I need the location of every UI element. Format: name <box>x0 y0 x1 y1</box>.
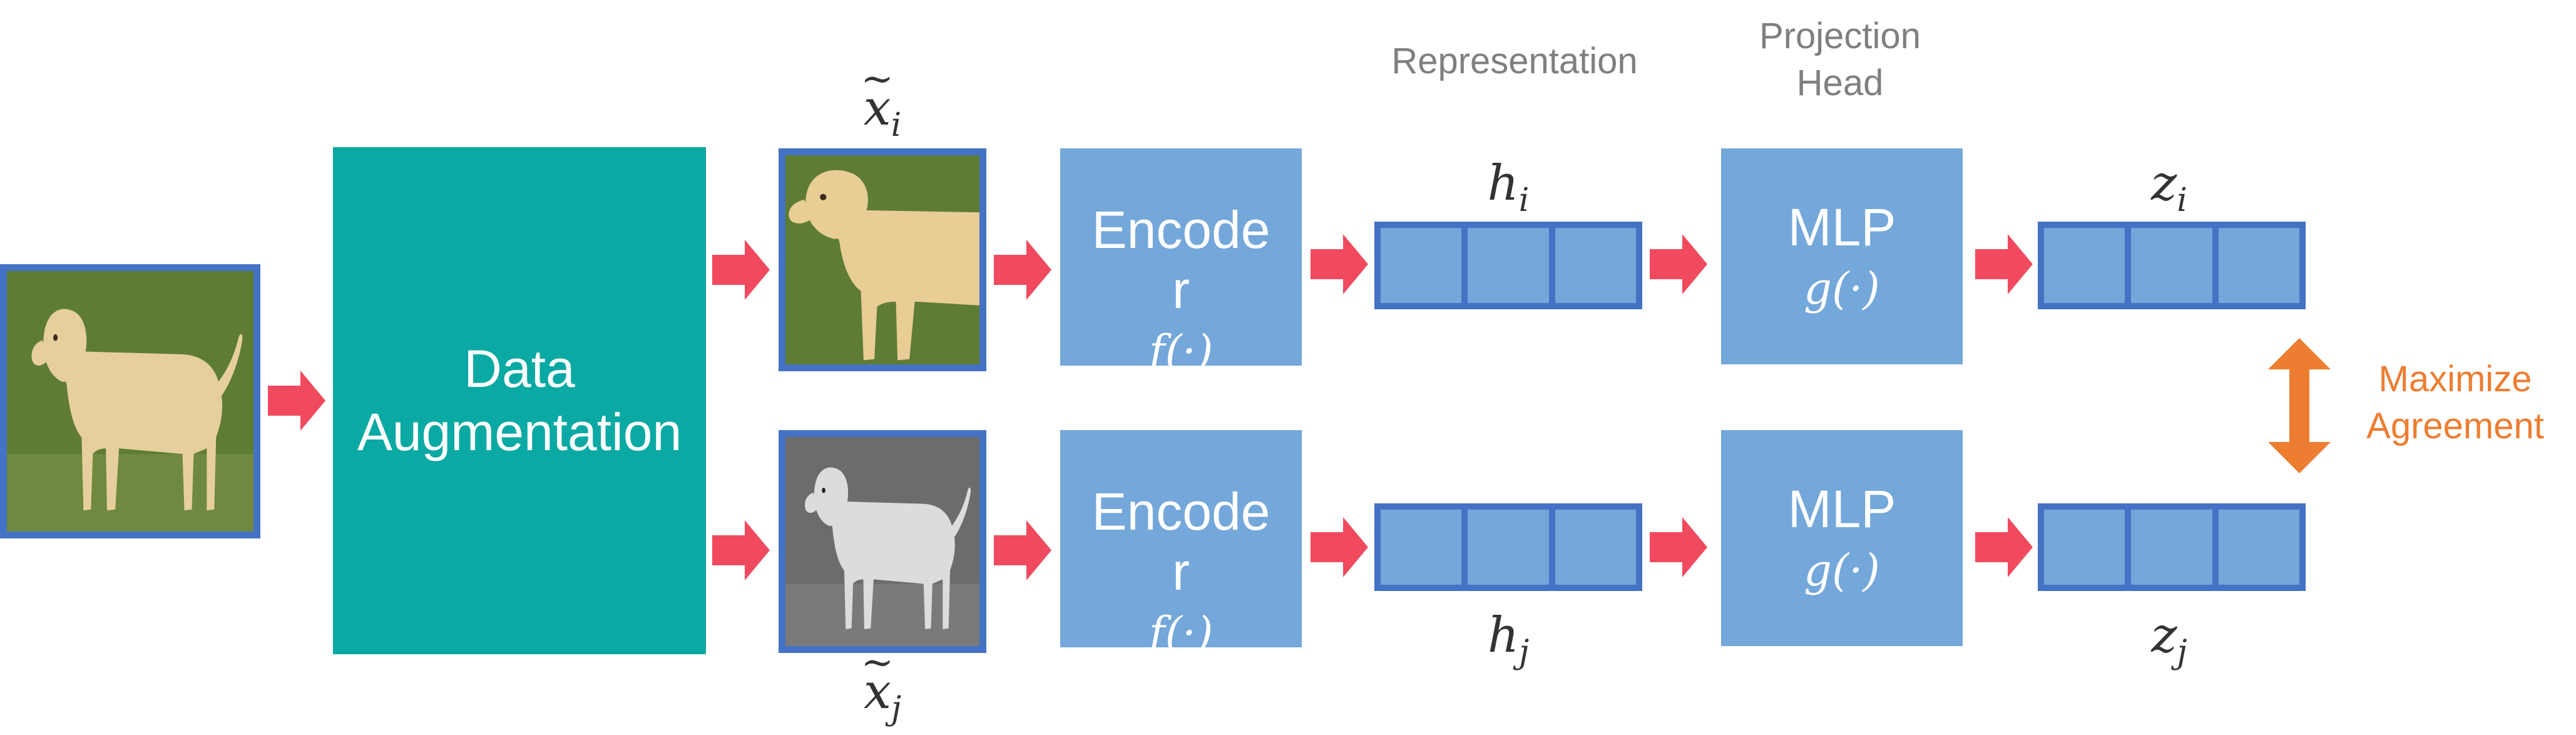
arrow-shape <box>712 240 770 300</box>
projection-head-mlp-bottom: MLP g(·) <box>1721 430 1963 646</box>
vector-cell <box>1468 228 1549 303</box>
agreement-line2: Agreement <box>2366 406 2544 447</box>
vector-cell <box>2044 510 2125 585</box>
output-i-label: zi <box>2088 155 2251 219</box>
representation-j-subscript: j <box>1519 634 1530 672</box>
mlp-label: MLP <box>1787 480 1896 538</box>
arrow-input-to-augmentation <box>268 371 325 431</box>
arrow-shape <box>1311 517 1368 577</box>
mlp-function: g(·) <box>1804 545 1880 596</box>
arrow-shape <box>994 520 1051 580</box>
arrow-shape <box>1311 234 1368 294</box>
vector-cell <box>2044 228 2125 303</box>
arrow-augmentation-to-view-j <box>712 520 770 580</box>
agreement-line1: Maximize <box>2378 359 2532 399</box>
representation-vector-i <box>1374 222 1642 309</box>
augmented-view-i-image <box>779 148 986 371</box>
vector-cell <box>1381 510 1462 585</box>
encoder-label-line2: r <box>1172 542 1190 601</box>
arrow-shape <box>1650 517 1707 577</box>
view-j-symbol: x <box>864 664 891 720</box>
vector-cell <box>2131 228 2212 303</box>
encoder-function: f(·) <box>1148 607 1214 647</box>
maximize-agreement-label: Maximize Agreement <box>2334 356 2576 450</box>
representation-caption: Representation <box>1391 41 1638 81</box>
output-i-symbol: z <box>2151 155 2177 212</box>
double-arrow-shape <box>2268 338 2331 473</box>
encoder-label-line2: r <box>1172 260 1190 319</box>
output-i-subscript: i <box>2177 182 2187 220</box>
augmentation-label-line1: Data <box>464 339 575 399</box>
output-j-symbol: z <box>2151 607 2177 664</box>
output-vector-j <box>2038 503 2306 591</box>
dog-crop-icon <box>785 155 979 364</box>
view-j-subscript: j <box>891 690 902 728</box>
arrow-augmentation-to-view-i <box>712 240 770 300</box>
input-image <box>0 264 260 538</box>
arrow-shape <box>1650 234 1707 294</box>
encoder-label-line1: Encode <box>1091 200 1270 259</box>
arrow-representation-to-projection-i <box>1650 234 1707 294</box>
encoder-label-line1: Encode <box>1091 482 1270 541</box>
vector-cell <box>1555 510 1636 585</box>
vector-cell <box>2218 510 2299 585</box>
output-j-label: zj <box>2088 607 2251 671</box>
arrow-projection-to-output-j <box>1975 517 2033 577</box>
vector-cell <box>2131 510 2212 585</box>
representation-i-symbol: h <box>1487 155 1519 212</box>
projection-head-caption: Projection Head <box>1715 13 1965 107</box>
representation-vector-j <box>1374 503 1642 591</box>
projection-caption-line2: Head <box>1796 63 1884 104</box>
double-arrow-icon <box>2268 338 2331 473</box>
dog-color-icon <box>7 271 253 532</box>
view-i-subscript: i <box>891 106 902 145</box>
view-i-label: xi <box>789 80 976 144</box>
augmented-view-j-image <box>779 430 986 653</box>
vector-cell <box>2218 228 2299 303</box>
arrow-shape <box>994 240 1051 300</box>
projection-head-mlp-top: MLP g(·) <box>1721 148 1963 364</box>
dog-grayscale-icon <box>785 437 979 646</box>
arrow-shape <box>712 520 770 580</box>
arrow-shape <box>268 371 325 431</box>
output-j-subscript: j <box>2177 634 2187 672</box>
view-i-symbol: x <box>864 80 891 136</box>
arrow-view-j-to-encoder <box>994 520 1051 580</box>
arrow-shape <box>1975 517 2033 577</box>
mlp-function: g(·) <box>1804 263 1880 314</box>
arrow-encoder-to-representation-j <box>1311 517 1368 577</box>
augmentation-label-line2: Augmentation <box>357 403 682 461</box>
arrow-shape <box>1975 234 2033 294</box>
output-vector-i <box>2038 222 2306 309</box>
representation-j-label: hj <box>1427 607 1590 671</box>
vector-cell <box>1468 510 1549 585</box>
projection-caption-line1: Projection <box>1759 16 1921 56</box>
arrow-view-i-to-encoder <box>994 240 1051 300</box>
mlp-label: MLP <box>1787 198 1896 257</box>
vector-cell <box>1381 228 1462 303</box>
arrow-projection-to-output-i <box>1975 234 2033 294</box>
data-augmentation-block: Data Augmentation <box>333 147 706 654</box>
arrow-representation-to-projection-j <box>1650 517 1707 577</box>
representation-j-symbol: h <box>1487 607 1520 664</box>
vector-cell <box>1555 228 1636 303</box>
representation-i-subscript: i <box>1518 182 1530 220</box>
view-j-label: xj <box>789 664 976 727</box>
representation-i-label: hi <box>1427 155 1590 219</box>
encoder-function: f(·) <box>1148 326 1214 366</box>
arrow-encoder-to-representation-i <box>1311 234 1368 294</box>
